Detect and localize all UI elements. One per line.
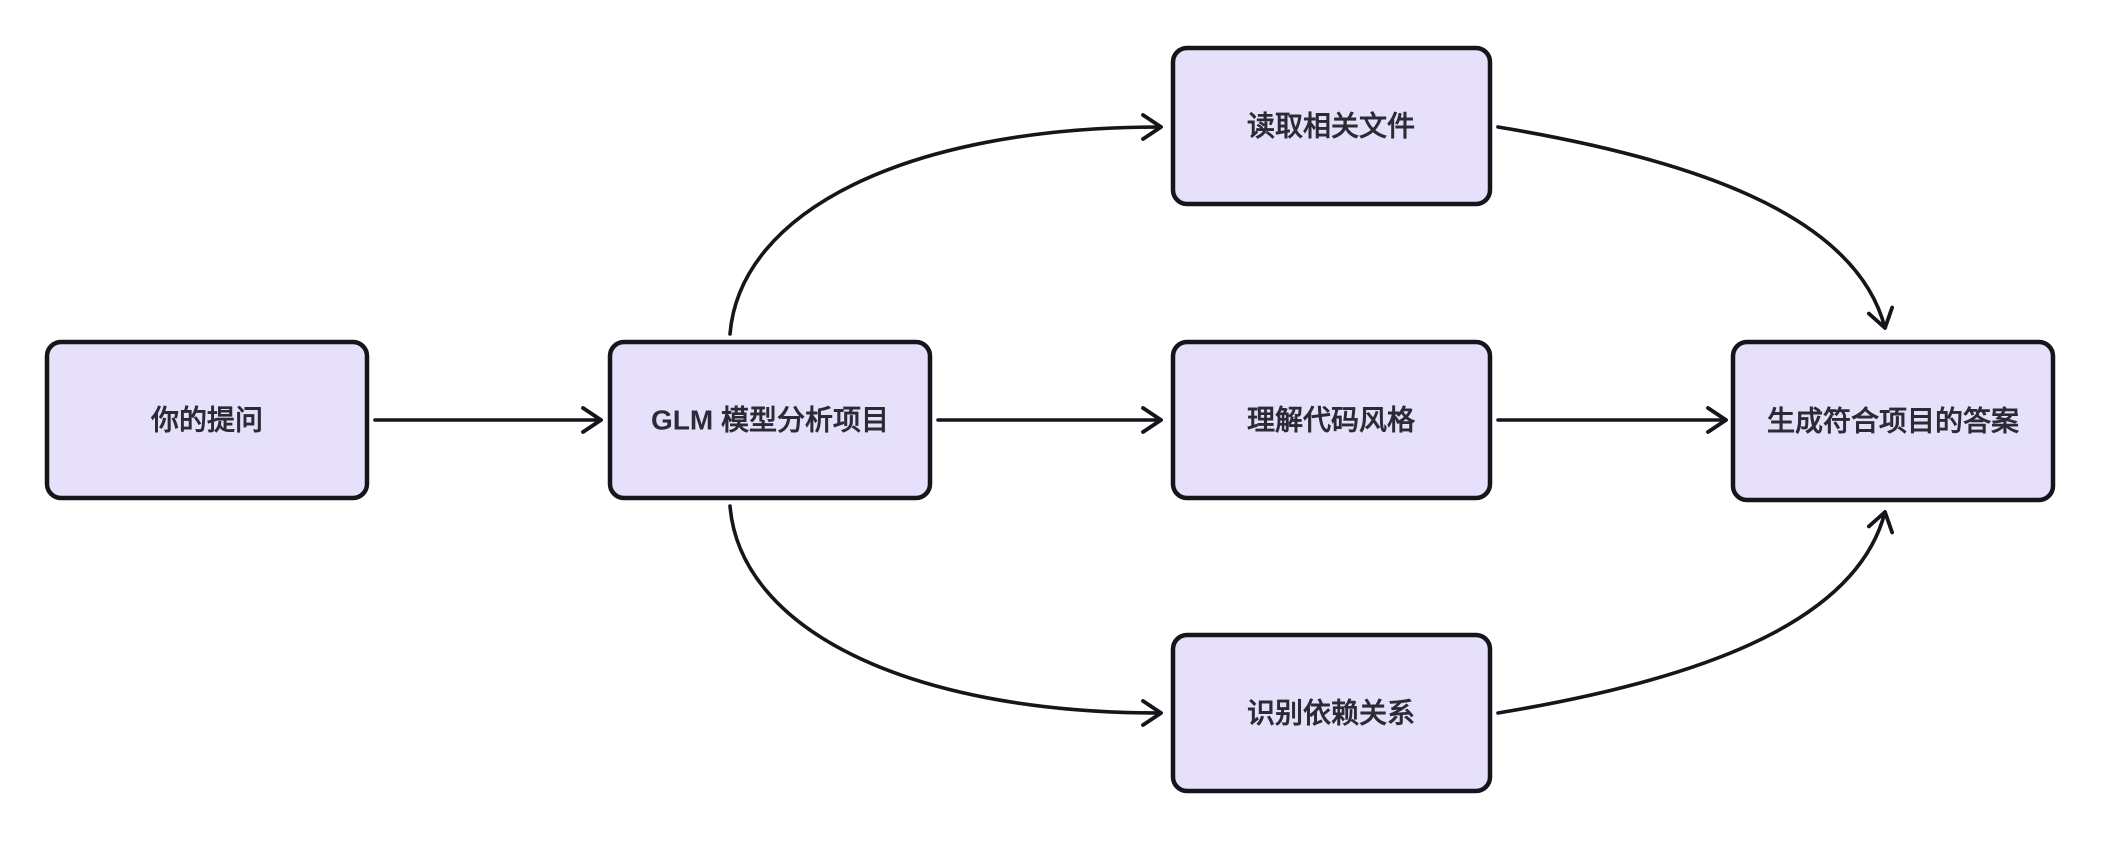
- node-label: 识别依赖关系: [1247, 698, 1415, 729]
- node-code-style: 理解代码风格: [1170, 339, 1493, 501]
- node-read-files: 读取相关文件: [1170, 45, 1493, 207]
- node-box: [1170, 45, 1493, 207]
- node-label: 读取相关文件: [1247, 110, 1415, 142]
- node-box: [1730, 339, 2056, 503]
- node-label: 你的提问: [150, 404, 263, 436]
- node-box: [1170, 339, 1493, 501]
- edge-read-files-to-answer: [1496, 125, 1894, 330]
- node-identify-dependencies: 识别依赖关系: [1170, 632, 1493, 794]
- node-generate-answer: 生成符合项目的答案: [1730, 339, 2056, 503]
- node-label: 理解代码风格: [1247, 405, 1416, 436]
- node-your-question: 你的提问: [44, 339, 370, 501]
- edge-dependencies-to-answer: [1496, 510, 1894, 715]
- node-label: GLM 模型分析项目: [651, 405, 889, 436]
- edge-analysis-to-dependencies: [728, 504, 1163, 727]
- edge-analysis-to-read-files: [728, 113, 1163, 336]
- node-box: [44, 339, 370, 501]
- node-label: 生成符合项目的答案: [1767, 405, 2020, 437]
- node-box: [1170, 632, 1493, 794]
- node-box: [607, 339, 933, 501]
- edge-layer: [373, 113, 1894, 727]
- node-glm-analysis: GLM 模型分析项目: [607, 339, 933, 501]
